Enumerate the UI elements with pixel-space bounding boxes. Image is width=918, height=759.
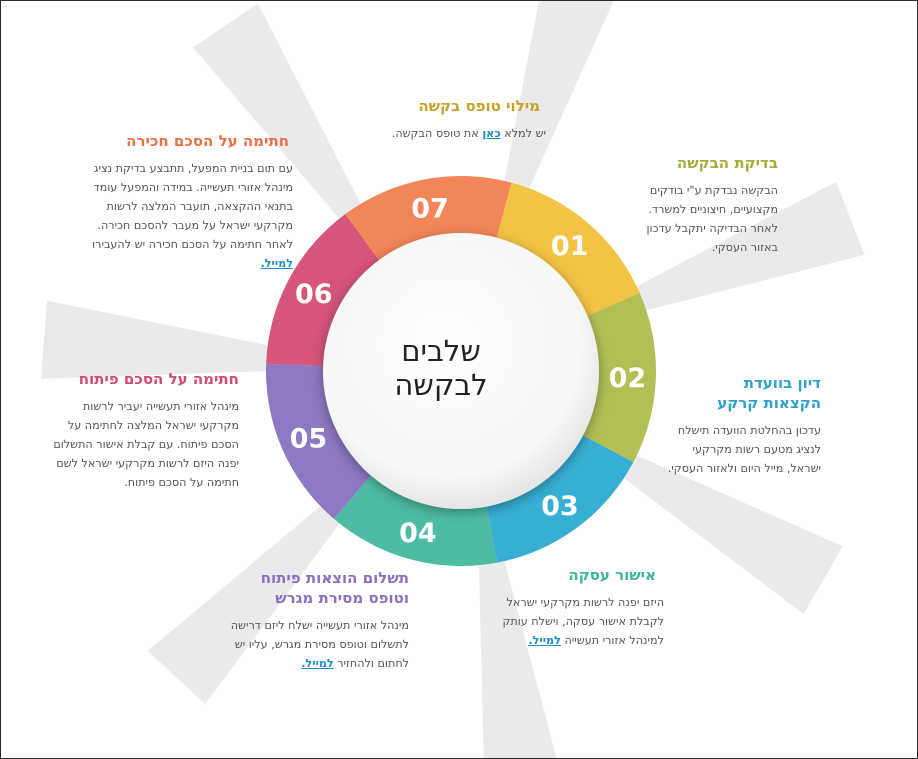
step-04-desc-text: היזם יפנה לרשות מקרקעי ישראל לקבלת אישור… <box>502 596 664 647</box>
step-01-desc-after: את טופס הבקשה. <box>391 127 483 140</box>
segment-05 <box>265 363 377 519</box>
step-02-block: בדיקת הבקשה הבקשה נבדקת ע"י בודקים מקצוע… <box>626 153 778 257</box>
step-number-03: 03 <box>541 491 579 522</box>
step-04-title: אישור עסקה <box>568 566 656 584</box>
step-05-description: מינהל אזורי תעשייה ישלח ליזם דרישה לתשלו… <box>229 616 409 673</box>
ray-3 <box>572 429 843 615</box>
center-circle <box>323 233 599 509</box>
segment-07 <box>345 176 512 267</box>
segment-02 <box>575 293 656 463</box>
step-04-block: אישור עסקה היזם יפנה לרשות מקרקעי ישראל … <box>489 565 664 650</box>
step-04-link[interactable]: למייל. <box>528 634 561 647</box>
step-number-07: 07 <box>411 193 449 224</box>
step-number-02: 02 <box>609 363 647 394</box>
step-07-title: חתימה על הסכם חכירה <box>126 132 289 150</box>
step-01-description: יש למלא כאן את טופס הבקשה. <box>346 124 546 143</box>
center-title-line-2: לבקשה <box>394 368 488 402</box>
segment-01 <box>494 182 640 320</box>
ray-4 <box>477 498 557 758</box>
step-number-01: 01 <box>551 231 589 262</box>
step-05-title: תשלום הוצאות פיתוח וטופס מסירת מגרש <box>260 569 409 607</box>
step-05-block: תשלום הוצאות פיתוח וטופס מסירת מגרש מינה… <box>229 568 409 673</box>
step-07-block: חתימה על הסכם חכירה עם תום בניית המפעל, … <box>83 131 293 273</box>
ray-5 <box>147 464 379 705</box>
step-02-title: בדיקת הבקשה <box>676 154 778 172</box>
segment-03 <box>485 431 634 563</box>
step-07-description: עם תום בניית המפעל, תתבצע בדיקת נציג מינ… <box>83 159 293 273</box>
step-number-05: 05 <box>290 424 328 455</box>
step-numbers: 01 02 03 04 05 06 07 <box>290 193 647 548</box>
ray-7 <box>193 3 391 269</box>
center-title: שלבים לבקשה <box>356 334 526 402</box>
step-03-title: דיון בוועדת הקצאות קרקע <box>717 374 821 412</box>
segment-04 <box>333 469 498 567</box>
step-02-description: הבקשה נבדקת ע"י בודקים מקצועיים, חיצוניי… <box>646 184 778 254</box>
step-01-block: מילוי טופס בקשה יש למלא כאן את טופס הבקש… <box>346 96 546 143</box>
step-01-desc-text: יש למלא <box>500 127 546 140</box>
step-05-link[interactable]: למייל. <box>301 657 334 670</box>
center-title-line-1: שלבים <box>401 334 481 368</box>
step-06-block: חתימה על הסכם פיתוח מינהל אזורי תעשייה י… <box>49 369 239 492</box>
step-07-desc-text: עם תום בניית המפעל, תתבצע בדיקת נציג מינ… <box>92 162 293 251</box>
step-number-04: 04 <box>399 518 437 549</box>
step-04-description: היזם יפנה לרשות מקרקעי ישראל לקבלת אישור… <box>489 593 664 650</box>
step-03-description: עדכון בהחלטת הוועדה תישלח לנציג מטעם רשו… <box>667 424 821 475</box>
step-01-title: מילוי טופס בקשה <box>418 97 540 115</box>
step-05-desc-text: מינהל אזורי תעשייה ישלח ליזם דרישה לתשלו… <box>230 619 409 670</box>
step-06-title: חתימה על הסכם פיתוח <box>78 370 239 388</box>
step-03-block: דיון בוועדת הקצאות קרקע עדכון בהחלטת הוו… <box>656 373 821 478</box>
step-06-description: מינהל אזורי תעשייה יעביר לרשות מקרקעי יש… <box>53 400 239 489</box>
step-07-link[interactable]: למייל. <box>260 257 293 270</box>
ray-2 <box>579 181 865 327</box>
step-number-06: 06 <box>295 279 333 310</box>
ray-6 <box>41 300 332 379</box>
step-segments <box>265 176 656 567</box>
segment-06 <box>266 214 384 367</box>
step-01-link[interactable]: כאן <box>482 127 501 140</box>
